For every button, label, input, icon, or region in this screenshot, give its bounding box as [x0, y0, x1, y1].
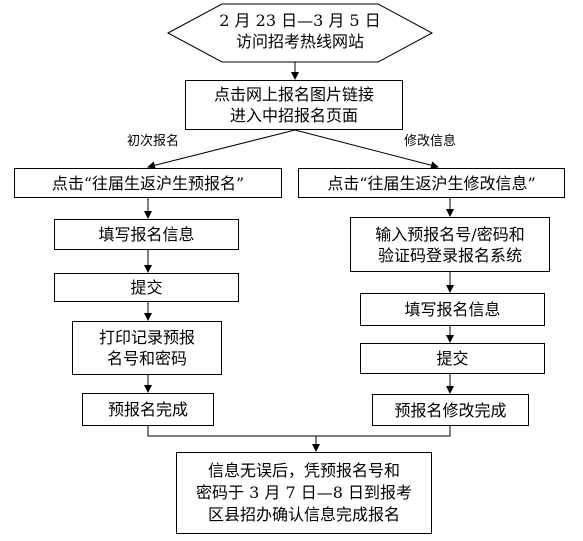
left-submit-node: 提交	[54, 273, 239, 302]
left-print-node: 打印记录预报 名号和密码	[72, 321, 222, 375]
right-login-node: 输入预报名号/密码和 验证码登录报名系统	[350, 217, 550, 272]
arrow-branch-right	[294, 129, 439, 170]
right-fill-node: 填写报名信息	[360, 293, 545, 326]
right-click-node: 点击“往届生返沪生修改信息”	[298, 168, 565, 198]
left-done-node: 预报名完成	[82, 393, 214, 426]
merge-line-left	[147, 426, 316, 437]
merge-line-right	[316, 426, 451, 437]
right-done-node: 预报名修改完成	[372, 394, 529, 426]
branch-label-right: 修改信息	[404, 134, 457, 149]
arrow-branch-left	[147, 129, 296, 170]
start-node-text: 2 月 23 日—3 月 5 日 访问招考热线网站	[219, 11, 381, 51]
branch-label-left: 初次报名	[127, 134, 180, 149]
left-fill-node: 填写报名信息	[54, 219, 239, 250]
right-submit-node: 提交	[360, 343, 545, 374]
left-click-node: 点击“往届生返沪生预报名”	[14, 168, 282, 198]
final-node: 信息无误后，凭预报名号和 密码于 3 月 7 日—8 日到报考 区县招办确认信息…	[176, 452, 432, 534]
start-hexagon	[166, 3, 434, 63]
click-link-node: 点击网上报名图片链接 进入中招报名页面	[185, 80, 403, 130]
